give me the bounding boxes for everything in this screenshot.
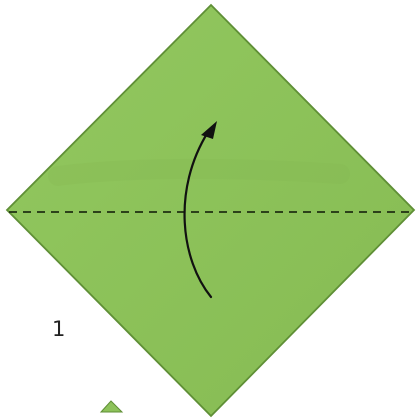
paper-square bbox=[7, 5, 414, 416]
next-paper-corner bbox=[101, 401, 122, 412]
paper-texture-band bbox=[58, 169, 340, 176]
step-number: 1 bbox=[52, 319, 65, 340]
